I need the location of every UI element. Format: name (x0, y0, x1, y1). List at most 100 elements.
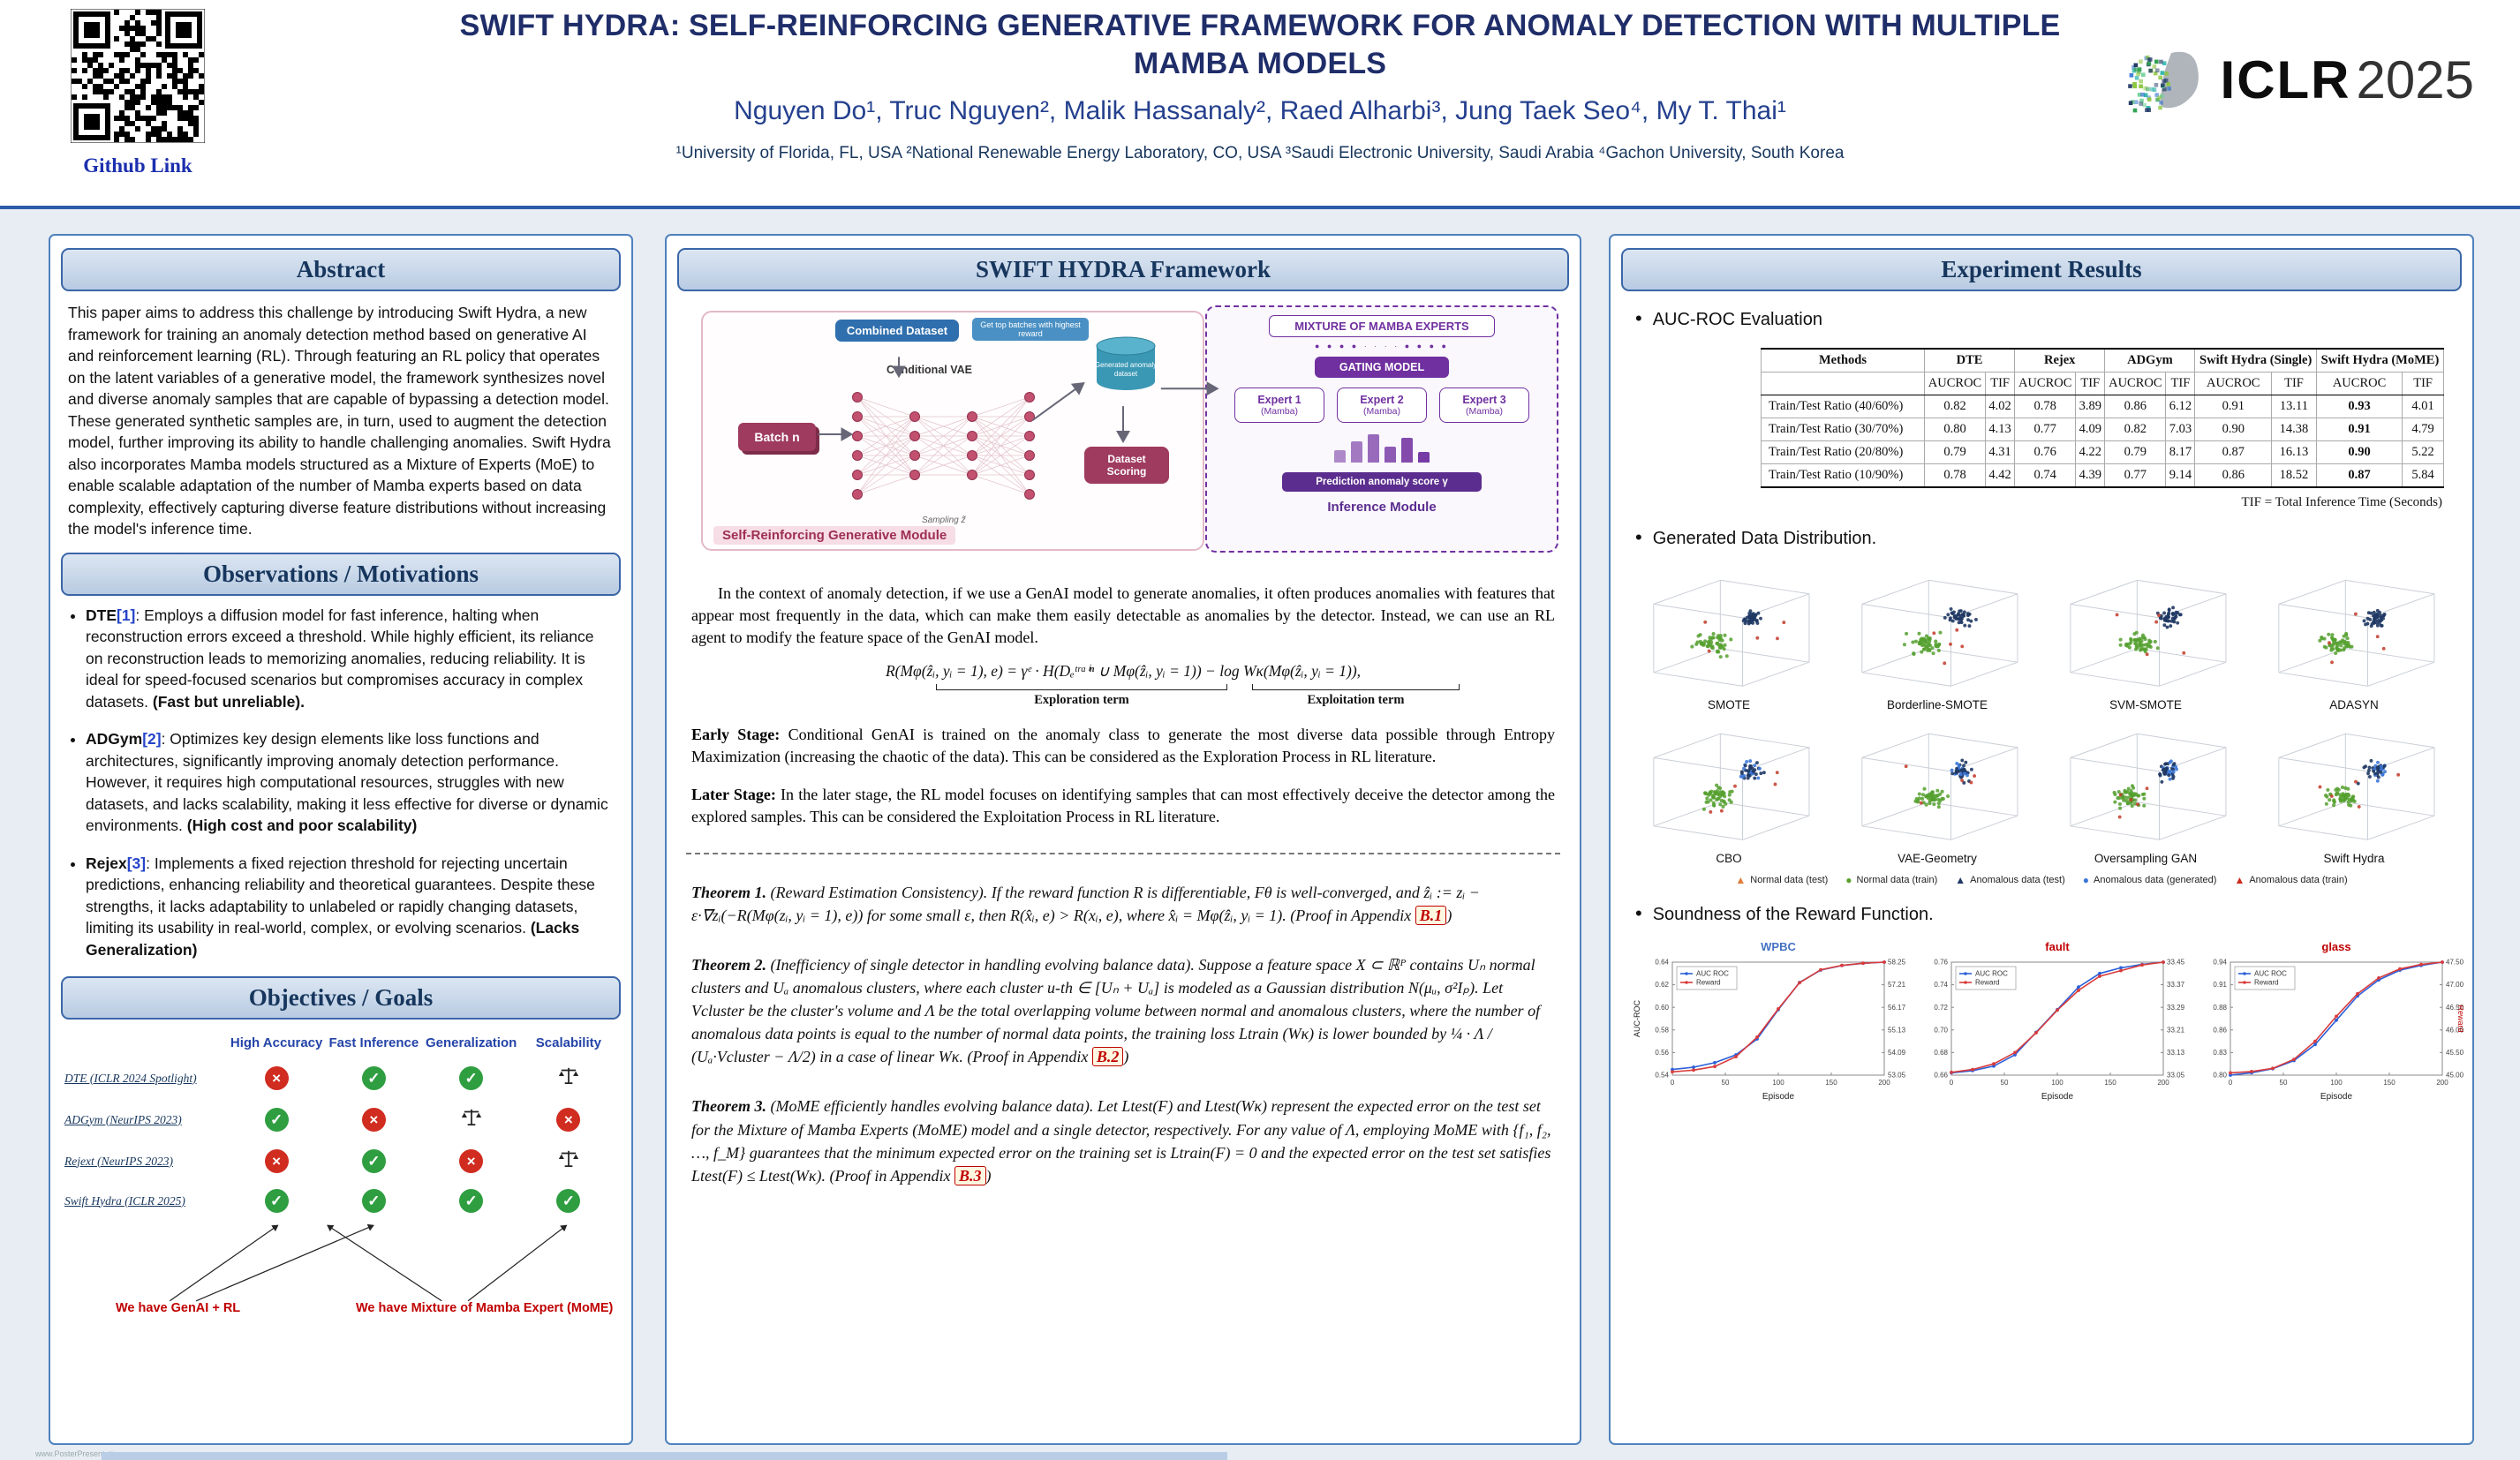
svg-text:0.88: 0.88 (2213, 1004, 2227, 1012)
svg-text:150: 150 (1825, 1079, 1837, 1087)
combined-dataset-box: Combined Dataset (835, 320, 959, 342)
svg-text:100: 100 (2051, 1079, 2064, 1087)
check-icon: ✓ (556, 1189, 581, 1213)
svg-text:33.13: 33.13 (2167, 1049, 2184, 1057)
scatter-plot-cell: SMOTE (1625, 561, 1833, 711)
cross-icon: × (264, 1149, 289, 1173)
results-table-cell: 0.78 (1923, 463, 1987, 488)
results-table-cell: 8.17 (2165, 440, 2196, 464)
score-bar (1351, 441, 1362, 463)
svg-text:150: 150 (2383, 1079, 2396, 1087)
check-icon: ✓ (361, 1189, 386, 1213)
svg-text:Generated anomaly: Generated anomaly (1095, 361, 1157, 369)
results-table-cell: 4.13 (1985, 418, 2016, 441)
poster-template-credit: www.PosterPresentations.com (35, 1449, 144, 1458)
svg-text:100: 100 (2330, 1079, 2343, 1087)
results-table-cell: Methods (1761, 348, 1925, 373)
svg-text:0: 0 (1671, 1079, 1675, 1087)
theorem-body: (MoME efficiently handles evolving balan… (691, 1097, 1551, 1185)
inference-module-label: Inference Module (1327, 500, 1437, 515)
expert-name: Expert 2 (1360, 394, 1404, 406)
results-table-cell: 6.12 (2165, 395, 2196, 418)
bottom-strip-decoration (102, 1452, 1227, 1460)
method-name: ADGym (86, 730, 143, 748)
early-stage-lead: Early Stage: (691, 726, 781, 744)
tif-note: TIF = Total Inference Time (Seconds) (2241, 495, 2442, 509)
svg-text:AUC ROC: AUC ROC (1696, 970, 1729, 978)
cross-icon: × (459, 1149, 484, 1173)
dataset-scoring-box: Dataset Scoring (1084, 447, 1169, 484)
svg-text:47.00: 47.00 (2446, 981, 2463, 989)
results-table-cell: Rejex (2014, 348, 2106, 373)
svg-text:Episode: Episode (1762, 1092, 1795, 1102)
score-bar (1334, 450, 1346, 463)
results-table-cell: 4.79 (2402, 418, 2444, 441)
svg-text:0.64: 0.64 (1655, 959, 1669, 967)
svg-text:fault: fault (2045, 940, 2070, 953)
svg-text:0.58: 0.58 (1655, 1026, 1669, 1034)
github-qr-block: Github Link (70, 8, 206, 177)
theorem-lead: Theorem 3. (691, 1097, 766, 1116)
svg-text:50: 50 (2280, 1079, 2288, 1087)
results-table-cell: 0.80 (1923, 418, 1987, 441)
results-table-cell: Train/Test Ratio (30/70%) (1761, 418, 1925, 441)
check-icon: ✓ (264, 1108, 289, 1132)
objectives-note-mome: We have Mixture of Mamba Expert (MoME) (356, 1301, 614, 1315)
iclr-year: 2025 (2356, 49, 2474, 109)
svg-text:WPBC: WPBC (1761, 940, 1796, 953)
theorem-lead: Theorem 2. (691, 955, 766, 974)
objectives-mark-cell: ✓ (325, 1149, 422, 1173)
scatter-plot-label: SMOTE (1707, 698, 1750, 711)
results-header: Experiment Results (1621, 248, 2462, 291)
svg-text:46.00: 46.00 (2446, 1026, 2463, 1034)
svg-text:AUC ROC: AUC ROC (2254, 970, 2287, 978)
results-table-cell: 0.74 (2014, 463, 2077, 488)
results-table-cell: 9.14 (2165, 463, 2196, 488)
results-table-cell: TIF (2075, 372, 2106, 395)
objectives-row-label: Rejext (NeurIPS 2023) (64, 1154, 173, 1168)
scatter-plot-cell: Borderline-SMOTE (1833, 561, 2041, 711)
qr-code-icon (70, 8, 206, 144)
results-table-cell: 18.52 (2271, 463, 2317, 488)
theorem-lead: Theorem 1. (691, 883, 766, 901)
method-name: DTE (86, 606, 117, 624)
results-table-cell: 0.82 (1923, 395, 1987, 418)
scatter-plot-cell: SVM-SMOTE (2041, 561, 2250, 711)
theorem-3: Theorem 3. (MoME efficiently handles evo… (691, 1095, 1555, 1186)
vae-network-graphic (852, 392, 1035, 500)
expert-sub: (Mamba) (1260, 406, 1298, 417)
results-table-cell: AUCROC (2014, 372, 2077, 395)
exploitation-label: Exploitation term (1307, 693, 1405, 708)
svg-text:0.76: 0.76 (1934, 959, 1948, 967)
theorem-close: ) (1446, 906, 1452, 924)
objectives-mark-cell: × (325, 1108, 422, 1132)
observations-header: Observations / Motivations (61, 552, 621, 596)
circle-marker-icon: ● (2082, 874, 2090, 886)
results-table-cell: DTE (1923, 348, 2016, 373)
distribution-bullet: Generated Data Distribution. (1635, 526, 2472, 549)
svg-text:0.74: 0.74 (1934, 981, 1948, 989)
results-table-cell: 0.91 (2194, 395, 2273, 418)
objectives-mark-cell: × (228, 1149, 325, 1173)
scatter-3d-plot (2070, 579, 2227, 687)
results-table-cell: AUCROC (2194, 372, 2273, 395)
objectives-mark-cell: × (423, 1149, 520, 1173)
objectives-mark-cell: ✓ (325, 1066, 422, 1090)
objectives-mark-cell: ✓ (423, 1189, 520, 1213)
results-table-cell: AUCROC (2104, 372, 2167, 395)
expert-box: Expert 2(Mamba) (1337, 388, 1427, 423)
cross-icon: × (264, 1066, 289, 1090)
observation-verdict: (Lacks Generalization) (86, 919, 580, 959)
objectives-mark-cell: ✓ (325, 1189, 422, 1213)
results-table-cell: Train/Test Ratio (10/90%) (1761, 463, 1925, 488)
later-stage-text: In the later stage, the RL model focuses… (691, 786, 1555, 825)
expert-sub: (Mamba) (1465, 406, 1503, 417)
scatter-3d-plot (2070, 733, 2227, 840)
objectives-row-label: ADGym (NeurIPS 2023) (64, 1112, 182, 1126)
triangle-marker-icon: ▲ (1735, 874, 1747, 886)
results-table-cell: 0.79 (1923, 440, 1987, 464)
theorem-close: ) (985, 1166, 992, 1185)
